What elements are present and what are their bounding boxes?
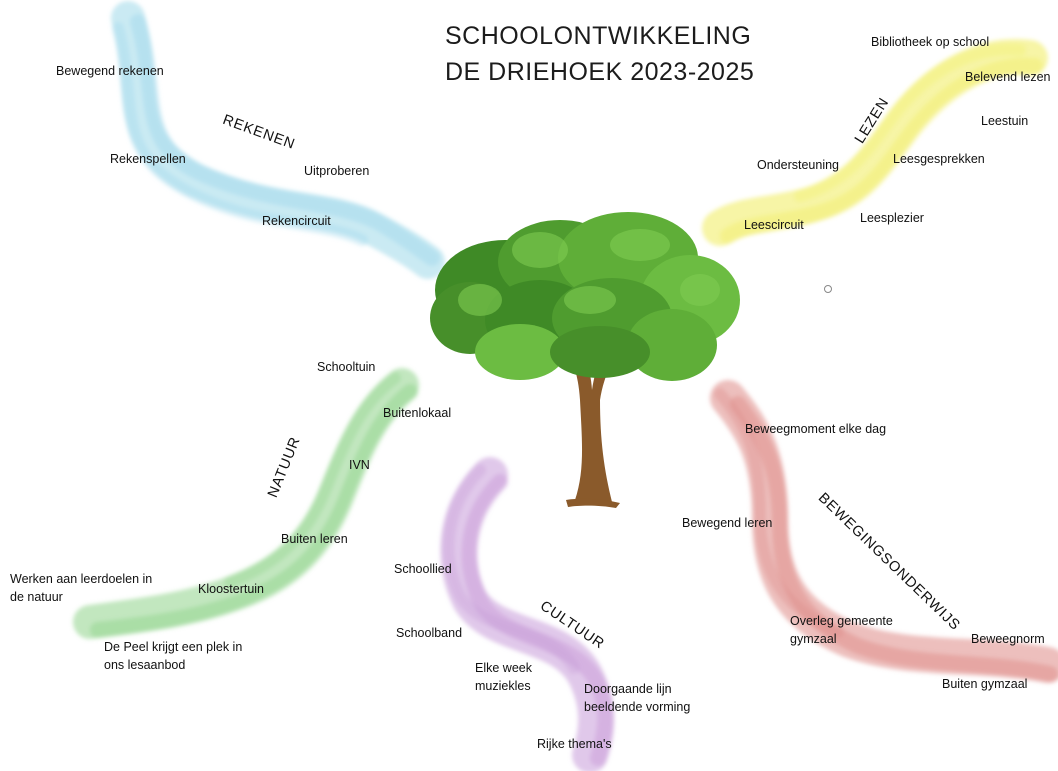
natuur-item: Werken aan leerdoelen in de natuur — [10, 572, 153, 604]
foliage-highlight — [564, 286, 616, 314]
tree-illustration — [430, 212, 740, 508]
foliage-highlight — [512, 232, 568, 268]
small-circle-marker — [824, 285, 832, 293]
foliage-highlight — [680, 274, 720, 306]
lezen-item: Ondersteuning — [757, 158, 840, 172]
foliage-highlight — [610, 229, 670, 261]
bewegingsonderwijs-item: Buiten gymzaal — [942, 677, 1028, 691]
rekenen-item: Rekencircuit — [262, 214, 331, 228]
bewegingsonderwijs-item: Beweegnorm — [971, 632, 1045, 646]
natuur-item: Buiten leren — [281, 532, 348, 546]
natuur-item: IVN — [349, 458, 370, 472]
natuur-brush-stroke — [73, 368, 419, 639]
tree-foliage — [430, 212, 740, 381]
foliage-cluster — [550, 326, 650, 378]
cultuur-item: Schoolband — [396, 626, 463, 640]
lezen-item: Belevend lezen — [965, 70, 1051, 84]
natuur-item: Buitenlokaal — [383, 406, 452, 420]
bewegingsonderwijs-brush-stroke — [710, 380, 1058, 683]
page-title-line-1: SCHOOLONTWIKKELING — [445, 22, 752, 50]
lezen-item: Leescircuit — [744, 218, 804, 232]
foliage-cluster — [475, 324, 565, 380]
lezen-item: Leesgesprekken — [893, 152, 985, 166]
cultuur-item: Rijke thema's — [537, 737, 612, 751]
cultuur-brush-stroke — [440, 457, 615, 771]
rekenen-item: Bewegend rekenen — [56, 64, 164, 78]
rekenen-item: Uitproberen — [304, 164, 370, 178]
bewegingsonderwijs-item: Overleg gemeente gymzaal — [790, 614, 893, 646]
rekenen-brush-stroke — [111, 1, 445, 279]
foliage-highlight — [458, 284, 502, 316]
cultuur-item: Schoollied — [394, 562, 452, 576]
bewegingsonderwijs-item: Beweegmoment elke dag — [745, 422, 887, 436]
natuur-item: De Peel krijgt een plek in ons lesaanbod — [104, 640, 243, 672]
cultuur-item: Elke week muziekles — [475, 661, 532, 693]
lezen-item: Leesplezier — [860, 211, 924, 225]
natuur-item: Kloostertuin — [198, 582, 265, 596]
bewegingsonderwijs-item: Bewegend leren — [682, 516, 773, 530]
lezen-brush-stroke — [702, 39, 1048, 246]
page-title-line-2: DE DRIEHOEK 2023-2025 — [445, 58, 755, 86]
natuur-item: Schooltuin — [317, 360, 376, 374]
lezen-item: Leestuin — [981, 114, 1029, 128]
foliage-cluster — [627, 309, 717, 381]
lezen-item: Bibliotheek op school — [871, 35, 990, 49]
rekenen-item: Rekenspellen — [110, 152, 186, 166]
cultuur-item: Doorgaande lijn beeldende vorming — [584, 682, 691, 714]
